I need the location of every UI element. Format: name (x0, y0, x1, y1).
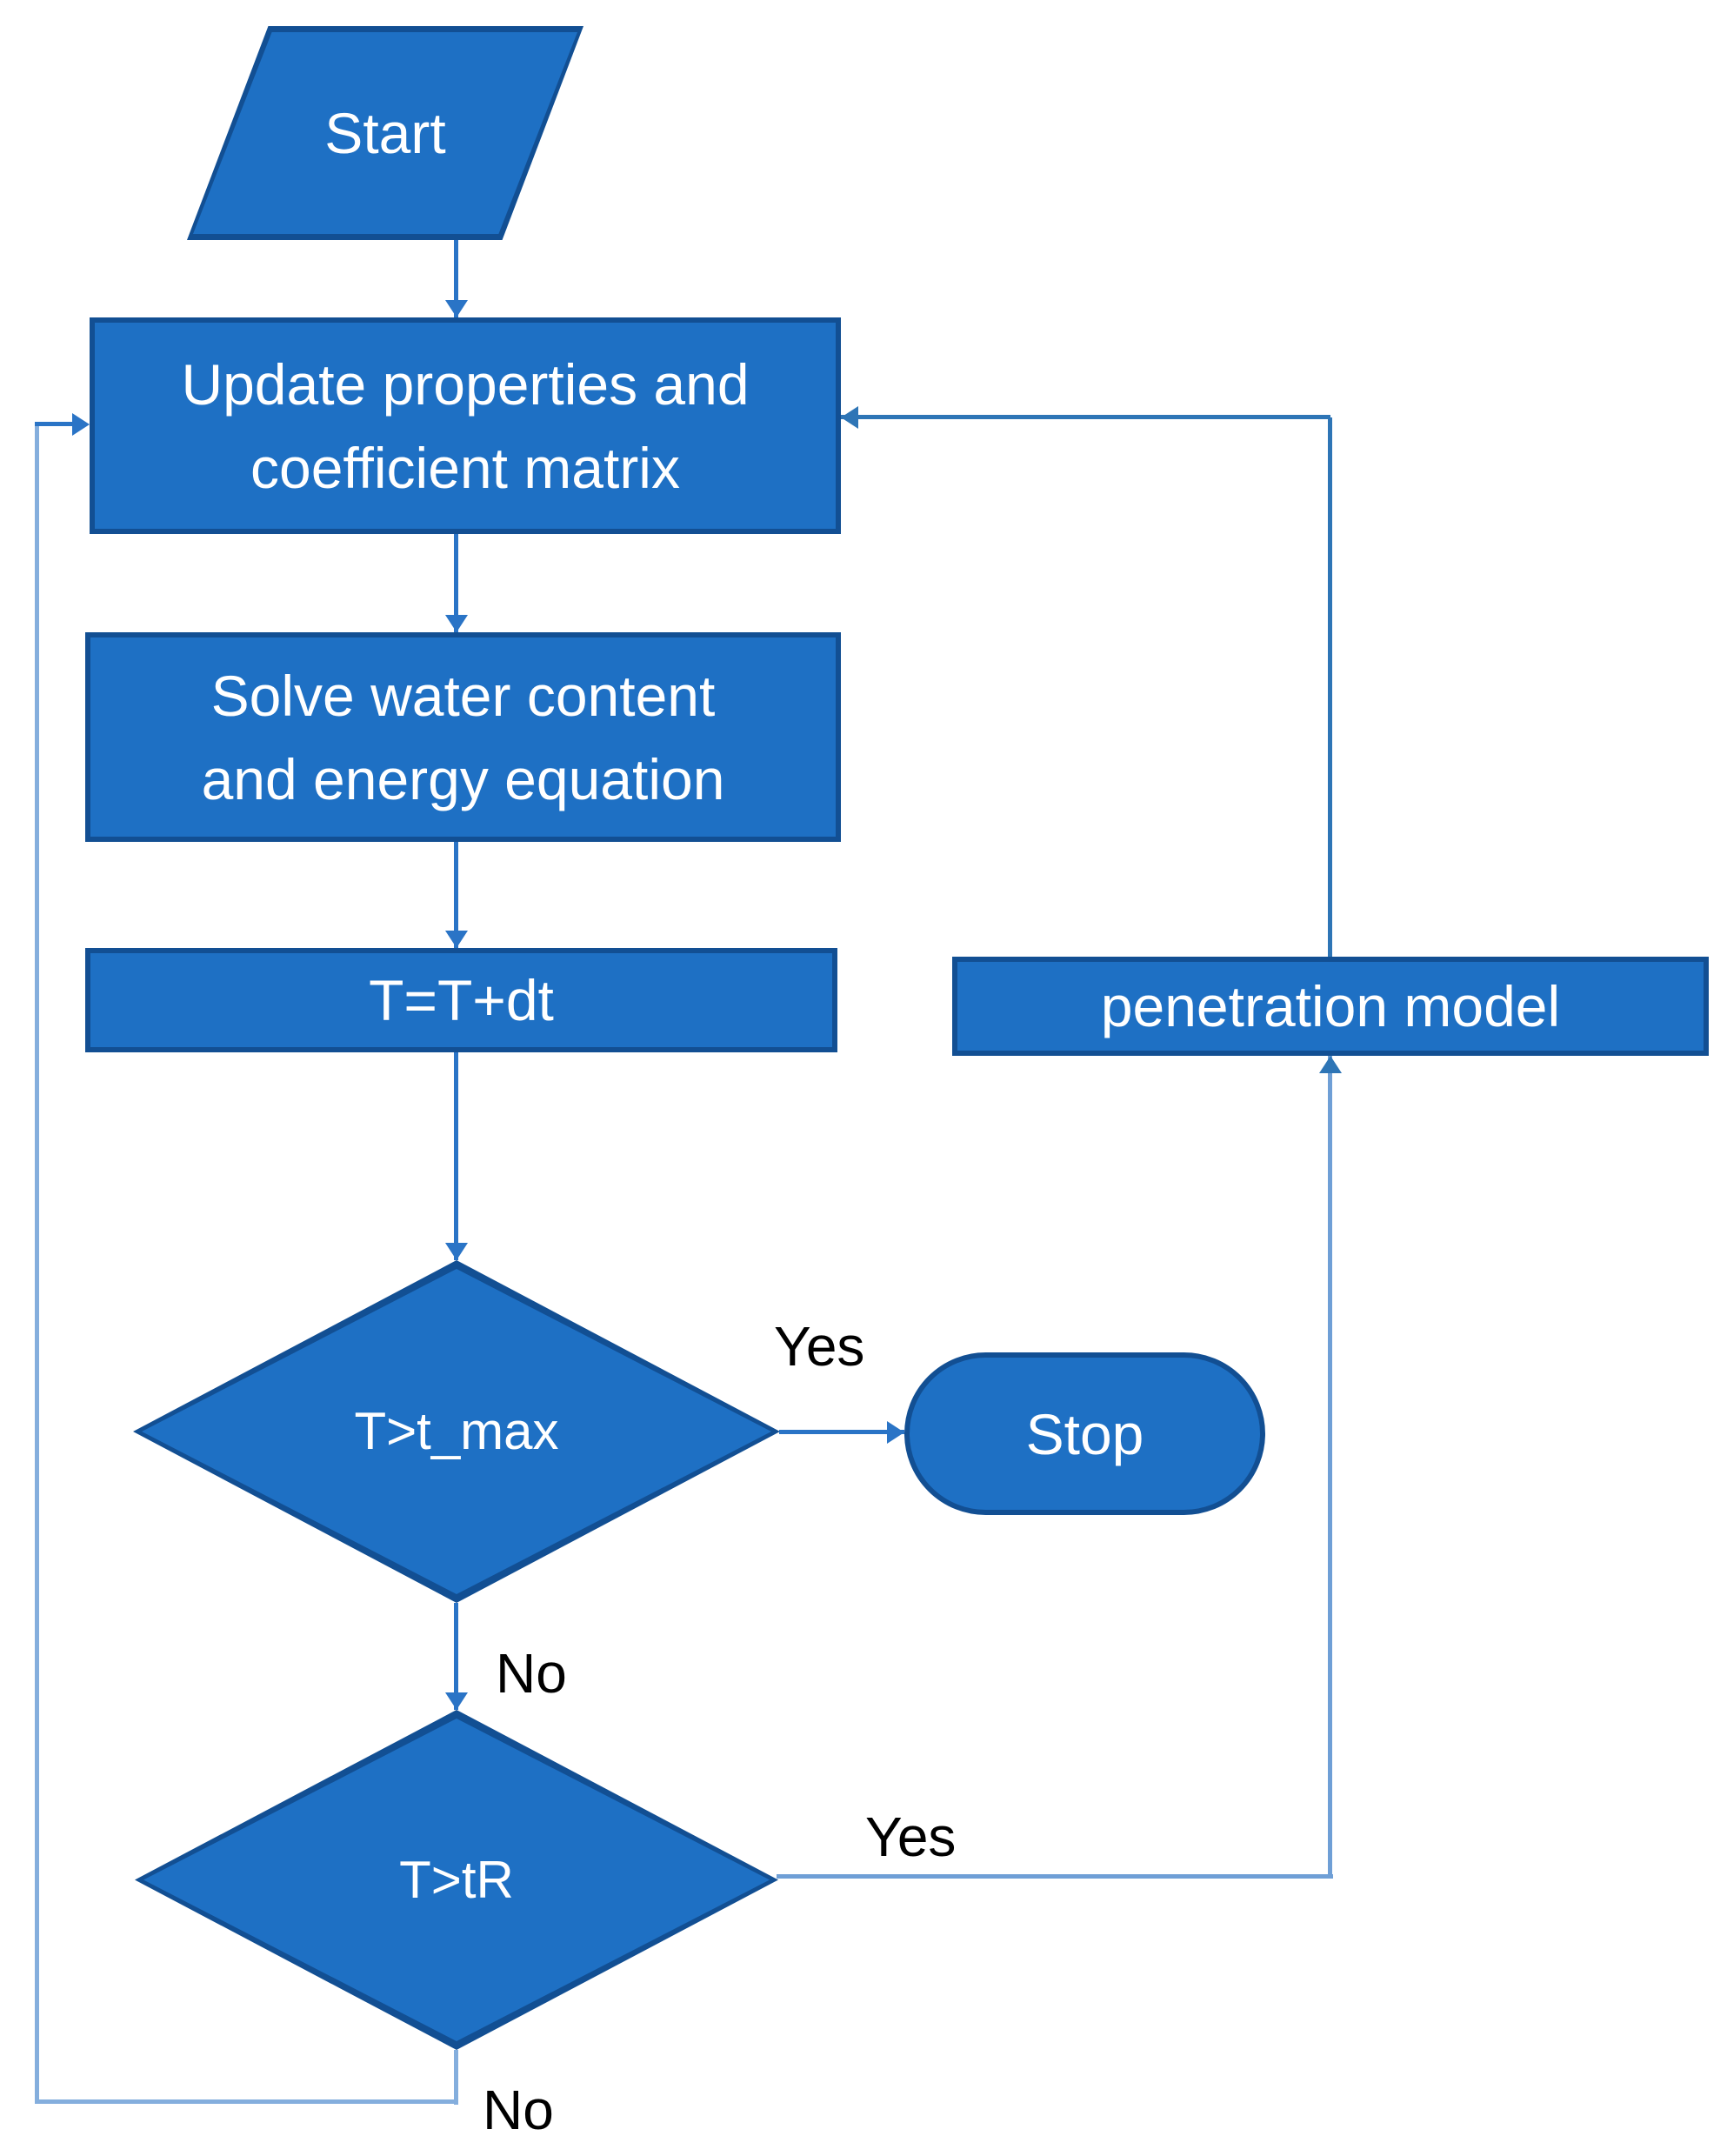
decision-tr-node: T>tR (135, 1710, 778, 2050)
increment-label: T=T+dt (369, 968, 554, 1032)
decision-tmax-node: T>t_max (133, 1260, 780, 1603)
arrowhead-into-stop-left (887, 1421, 904, 1444)
connector-start-to-update (454, 240, 458, 317)
edge-label-tr-yes: Yes (865, 1806, 957, 1868)
edge-label-tmax-yes: Yes (774, 1315, 865, 1378)
connector-loop-into-update (35, 422, 74, 426)
connector-solve-to-increment (454, 842, 458, 948)
arrowhead-into-penetration-bottom (1319, 1056, 1342, 1073)
penetration-label: penetration model (1100, 974, 1561, 1038)
process-update-node: Update properties and coefficient matrix (90, 317, 841, 534)
edge-label-tmax-no: No (496, 1642, 567, 1705)
arrowhead-into-solve-top (445, 615, 468, 632)
connector-tmax-yes-to-stop (779, 1430, 904, 1434)
process-solve-node: Solve water content and energy equation (85, 632, 841, 842)
update-label-line2: coefficient matrix (250, 435, 680, 500)
solve-label-line2: and energy equation (201, 746, 725, 811)
connector-riser-to-penetration (1328, 1056, 1332, 1877)
arrowhead-into-update-left (72, 413, 90, 436)
connector-tmax-no-to-tr (454, 1603, 458, 1710)
connector-increment-to-tmax (454, 1052, 458, 1260)
stop-node: Stop (904, 1352, 1265, 1515)
connector-penetration-up (1328, 417, 1332, 957)
arrowhead-into-tr-top (445, 1692, 468, 1710)
start-label: Start (324, 101, 446, 165)
update-label-line1: Update properties and (181, 351, 750, 417)
arrowhead-into-update-top (445, 300, 468, 317)
arrowhead-into-tmax-top (445, 1243, 468, 1260)
connector-update-to-solve (454, 534, 458, 632)
connector-loop-bottom (35, 2099, 458, 2104)
connector-penetration-to-update (841, 415, 1330, 419)
penetration-model-node: penetration model (952, 957, 1709, 1056)
edge-label-tr-no: No (483, 2079, 554, 2141)
decision-tmax-label: T>t_max (354, 1402, 559, 1460)
process-increment-node: T=T+dt (85, 948, 837, 1052)
solve-label-line1: Solve water content (210, 663, 716, 728)
connector-loop-left (35, 422, 39, 2102)
start-node: Start (187, 26, 583, 240)
connector-tr-no-down (454, 2050, 458, 2105)
arrowhead-into-increment-top (445, 931, 468, 948)
stop-label: Stop (1025, 1401, 1144, 1466)
connector-tr-yes-horizontal (777, 1874, 1333, 1879)
decision-tr-label: T>tR (399, 1850, 514, 1909)
arrowhead-into-update-right (841, 406, 858, 429)
